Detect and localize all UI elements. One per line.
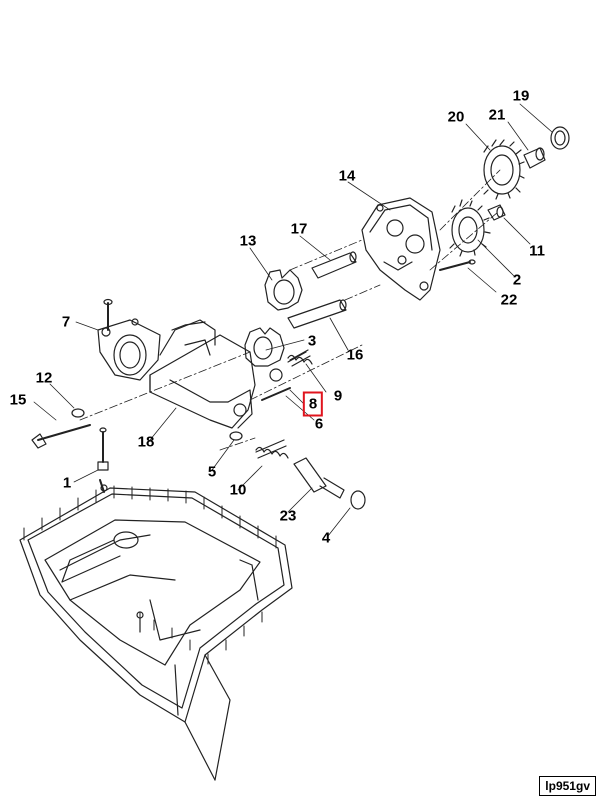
shafts bbox=[287, 251, 357, 329]
callout-21: 21 bbox=[488, 106, 506, 124]
callout-2: 2 bbox=[512, 271, 522, 289]
callout-3: 3 bbox=[307, 332, 317, 350]
callout-12: 12 bbox=[35, 369, 53, 387]
callout-20: 20 bbox=[447, 108, 465, 126]
oil-pan bbox=[19, 479, 293, 781]
assembly-axes bbox=[79, 169, 501, 451]
callout-10: 10 bbox=[229, 481, 247, 499]
callout-1: 1 bbox=[62, 474, 72, 492]
callout-5: 5 bbox=[207, 463, 217, 481]
callout-23: 23 bbox=[279, 507, 297, 525]
callout-15: 15 bbox=[9, 391, 27, 409]
pump-gears bbox=[244, 269, 303, 367]
callout-14: 14 bbox=[338, 167, 356, 185]
relief-valve-parts bbox=[229, 349, 366, 510]
callout-9: 9 bbox=[333, 387, 343, 405]
callout-6: 6 bbox=[314, 415, 324, 433]
callout-11: 11 bbox=[529, 242, 545, 260]
callout-7: 7 bbox=[61, 313, 71, 331]
callout-18: 18 bbox=[137, 433, 155, 451]
callout-19: 19 bbox=[512, 87, 530, 105]
callout-17: 17 bbox=[290, 220, 308, 238]
pump-housing bbox=[97, 298, 161, 381]
callout-8-highlighted: 8 bbox=[302, 391, 324, 417]
callout-22: 22 bbox=[500, 291, 518, 309]
drive-gears bbox=[439, 126, 570, 271]
callout-16: 16 bbox=[346, 346, 364, 364]
bolts bbox=[31, 408, 109, 471]
leader-lines bbox=[33, 103, 553, 537]
reference-code-label: lp951gv bbox=[539, 776, 596, 796]
callout-4: 4 bbox=[321, 529, 331, 547]
callout-13: 13 bbox=[239, 232, 257, 250]
pump-body bbox=[149, 319, 256, 429]
cover-plate bbox=[361, 197, 441, 301]
